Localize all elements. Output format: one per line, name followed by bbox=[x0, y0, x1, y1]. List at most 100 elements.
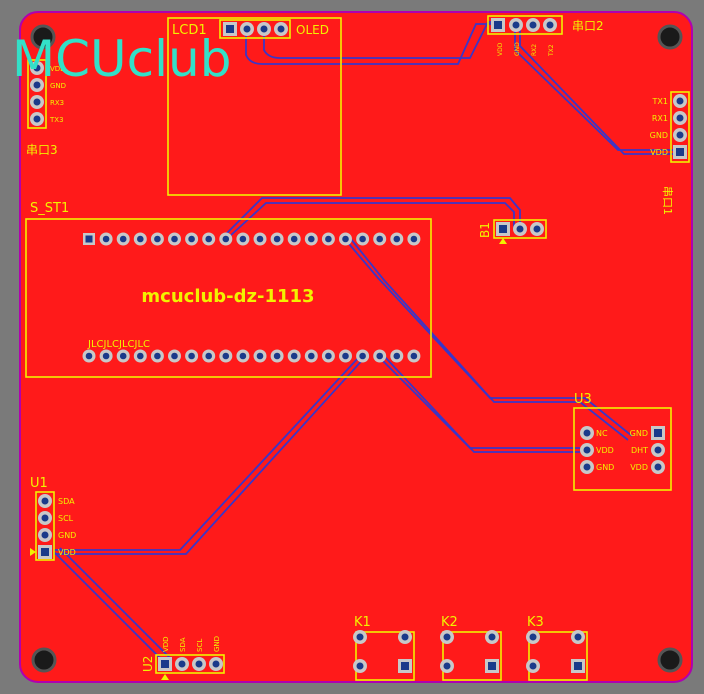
lcd-header-outline bbox=[219, 19, 291, 39]
pad-hole bbox=[154, 235, 161, 243]
k2-outline bbox=[442, 631, 502, 681]
u1-pin-label: VDD bbox=[58, 548, 76, 557]
port2-pin-label: RX2 bbox=[531, 44, 538, 56]
trace bbox=[245, 23, 498, 65]
lcd-outline bbox=[167, 17, 342, 196]
pad-hole bbox=[188, 235, 195, 243]
port2-outline bbox=[487, 15, 563, 35]
pad-hole bbox=[529, 633, 537, 641]
port2-pin-label: VDD bbox=[497, 42, 504, 56]
pad-hole bbox=[393, 352, 401, 360]
u2-pin-label: GND bbox=[213, 636, 221, 652]
pad-hole bbox=[33, 98, 41, 106]
pad-hole bbox=[33, 64, 41, 72]
pad-hole bbox=[443, 662, 451, 670]
st1-ref: S_ST1 bbox=[30, 201, 69, 216]
u3-pin-label: GND bbox=[596, 463, 614, 472]
u3-pin-label: NC bbox=[596, 429, 608, 438]
lcd-module: LCD1 OLED bbox=[167, 17, 342, 196]
st1-pin-row-top bbox=[83, 232, 421, 246]
pad-hole bbox=[676, 131, 684, 139]
port3-pin-label: VDD bbox=[50, 65, 66, 73]
chip-name: mcuclub-dz-1113 bbox=[141, 286, 314, 307]
port1-pin-label: GND bbox=[650, 131, 668, 140]
u2-pin-label: SDA bbox=[179, 637, 187, 652]
pad-hole bbox=[137, 235, 144, 243]
pad-hole bbox=[222, 235, 230, 243]
pad-hole bbox=[212, 660, 220, 668]
mounting-hole bbox=[657, 647, 683, 673]
u3-pin-label: VDD bbox=[630, 463, 648, 472]
port1-pin-label: RX1 bbox=[652, 114, 668, 123]
pin1-marker bbox=[499, 238, 507, 244]
trace bbox=[519, 30, 680, 155]
port1-ref: 串口1 bbox=[661, 186, 674, 215]
pad-hole bbox=[325, 352, 332, 360]
pin1-marker bbox=[30, 548, 36, 556]
u2-pin-label: VDD bbox=[162, 636, 170, 652]
port2-pin-label: GND bbox=[514, 42, 521, 56]
port3-pin-label: GND bbox=[50, 82, 66, 90]
pad-hole bbox=[239, 352, 247, 360]
pin1-marker bbox=[161, 674, 169, 680]
u1-pin-label: SCL bbox=[58, 514, 74, 523]
port3-ref: 串口3 bbox=[26, 143, 58, 157]
k2: K2 bbox=[440, 615, 502, 681]
st1-pin-row-bottom bbox=[82, 349, 421, 363]
trace bbox=[263, 21, 500, 59]
port1: TX1 RX1 GND VDD 串口1 bbox=[650, 91, 690, 215]
pad-hole bbox=[376, 352, 384, 360]
u3: U3 NC VDD GND GND DHT VDD bbox=[573, 392, 672, 491]
pad-hole bbox=[529, 662, 537, 670]
port1-pin-label: VDD bbox=[650, 148, 668, 157]
pad-hole bbox=[256, 352, 264, 360]
k2-ref: K2 bbox=[441, 615, 458, 630]
pad-hole bbox=[290, 235, 298, 243]
k1: K1 bbox=[353, 615, 415, 681]
pad-hole bbox=[359, 352, 366, 360]
pad-hole bbox=[188, 352, 195, 360]
pad-hole bbox=[574, 633, 582, 641]
pad-hole bbox=[137, 352, 144, 360]
trace bbox=[514, 30, 680, 151]
u2: U2 VDD SDA SCL GND bbox=[141, 636, 225, 680]
st1-module: S_ST1 mcuclub-dz-1113 JLCJLCJLCJLC bbox=[25, 201, 432, 378]
pad-hole bbox=[171, 352, 178, 360]
pad-hole bbox=[226, 25, 234, 33]
u1-pin-label: GND bbox=[58, 531, 76, 540]
pad-hole bbox=[154, 352, 161, 360]
pad-hole bbox=[676, 97, 684, 105]
u2-ref: U2 bbox=[141, 656, 155, 672]
b1: B1 bbox=[478, 219, 547, 244]
b1-ref: B1 bbox=[478, 222, 492, 238]
pad-hole bbox=[488, 633, 496, 641]
pad-hole bbox=[161, 660, 169, 668]
traces bbox=[53, 21, 680, 665]
lcd-label: OLED bbox=[296, 23, 329, 37]
u2-pin-label: SCL bbox=[196, 639, 204, 652]
u2-outline bbox=[155, 654, 225, 674]
port2: 串口2 VDD GND RX2 TX2 bbox=[487, 15, 604, 57]
k3: K3 bbox=[526, 615, 588, 681]
pad-hole bbox=[239, 235, 247, 243]
trace bbox=[54, 355, 367, 555]
pad-hole bbox=[85, 352, 93, 360]
pad-hole bbox=[512, 21, 520, 29]
port3-pin-label: TX3 bbox=[49, 116, 64, 124]
pad-hole bbox=[654, 446, 662, 454]
pad-hole bbox=[243, 25, 251, 33]
u1: U1 SDA SCL GND VDD bbox=[30, 476, 76, 561]
k3-ref: K3 bbox=[527, 615, 544, 630]
pad-hole bbox=[222, 352, 230, 360]
pad-hole bbox=[410, 235, 418, 243]
pad-hole bbox=[359, 235, 366, 243]
pad-hole bbox=[516, 225, 524, 233]
trace bbox=[383, 355, 580, 453]
pad-hole bbox=[401, 633, 409, 641]
pad-hole bbox=[494, 21, 502, 29]
pad-hole bbox=[546, 21, 554, 29]
pad-hole bbox=[102, 235, 110, 243]
pad-hole bbox=[33, 115, 41, 123]
pad-hole bbox=[356, 633, 364, 641]
